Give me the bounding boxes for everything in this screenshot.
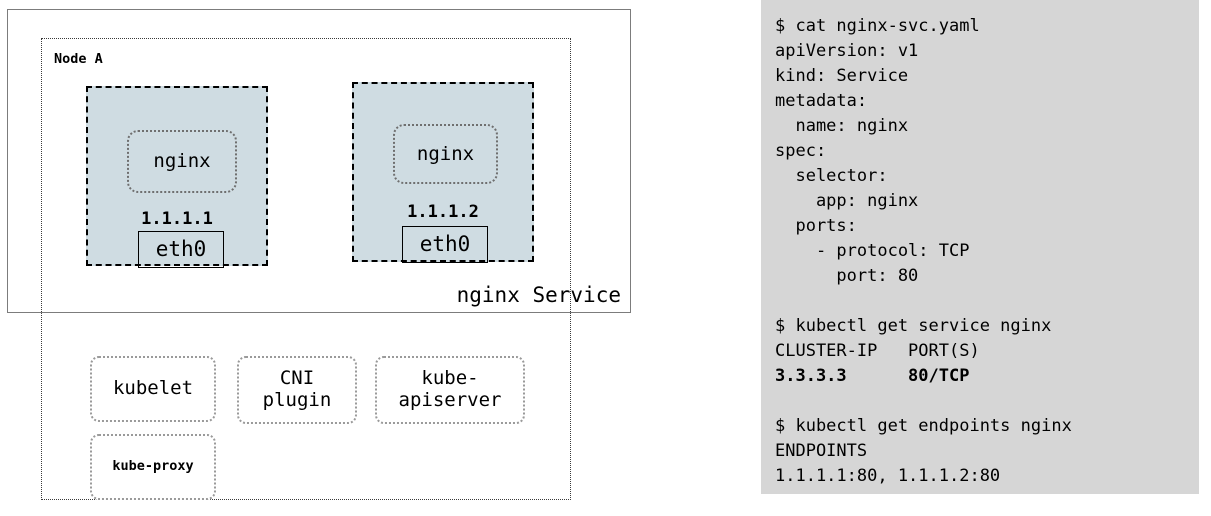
container-box-nginx-1: nginx — [127, 130, 237, 193]
terminal-line-9: - protocol: TCP — [775, 241, 970, 261]
terminal-line-2: kind: Service — [775, 66, 909, 86]
eth0-box-2: eth0 — [402, 226, 488, 263]
pod-box-1: nginx 1.1.1.1 eth0 — [86, 86, 268, 268]
terminal-line-6: selector: — [775, 166, 888, 186]
pod-box-2: nginx 1.1.1.2 eth0 — [352, 82, 534, 263]
terminal-line-14: 3.3.3.3 80/TCP — [775, 366, 970, 386]
terminal-line-11 — [775, 289, 1199, 314]
terminal-line-17: ENDPOINTS — [775, 441, 868, 461]
terminal-line-8: ports: — [775, 216, 857, 236]
terminal-line-15 — [775, 389, 1199, 414]
terminal-line-1: apiVersion: v1 — [775, 41, 919, 61]
container-label-1: nginx — [153, 150, 211, 172]
service-label: nginx Service — [456, 283, 621, 307]
pod-ip-2: 1.1.1.2 — [407, 202, 479, 222]
node-label: Node A — [54, 51, 103, 67]
terminal-line-3: metadata: — [775, 91, 868, 111]
eth0-box-1: eth0 — [138, 231, 224, 268]
node-box: Node A — [41, 38, 571, 500]
component-kubelet: kubelet — [90, 356, 216, 422]
component-kube-proxy: kube-proxy — [90, 434, 216, 500]
terminal-line-7: app: nginx — [775, 191, 919, 211]
component-cni-plugin: CNI plugin — [237, 356, 357, 424]
terminal-line-18: 1.1.1.1:80, 1.1.1.2:80 — [775, 466, 1001, 486]
terminal-line-12: $ kubectl get service nginx — [775, 316, 1052, 336]
service-scope-box: nginx Service — [7, 9, 631, 313]
container-box-nginx-2: nginx — [393, 124, 498, 184]
terminal-line-13: CLUSTER-IP PORT(S) — [775, 341, 980, 361]
terminal-line-0: $ cat nginx-svc.yaml — [775, 16, 980, 36]
terminal-line-16: $ kubectl get endpoints nginx — [775, 416, 1072, 436]
pod-ip-1: 1.1.1.1 — [141, 209, 213, 229]
terminal-panel: $ cat nginx-svc.yaml apiVersion: v1 kind: … — [761, 0, 1199, 494]
terminal-line-5: spec: — [775, 141, 827, 161]
component-kube-apiserver: kube- apiserver — [375, 356, 525, 424]
diagram-panel: nginx Service Node A nginx 1.1.1.1 eth0 … — [7, 9, 631, 500]
terminal-line-10: port: 80 — [775, 266, 919, 286]
eth0-label-2: eth0 — [419, 232, 471, 256]
terminal-line-4: name: nginx — [775, 116, 909, 136]
eth0-label-1: eth0 — [155, 237, 207, 261]
container-label-2: nginx — [416, 142, 475, 165]
